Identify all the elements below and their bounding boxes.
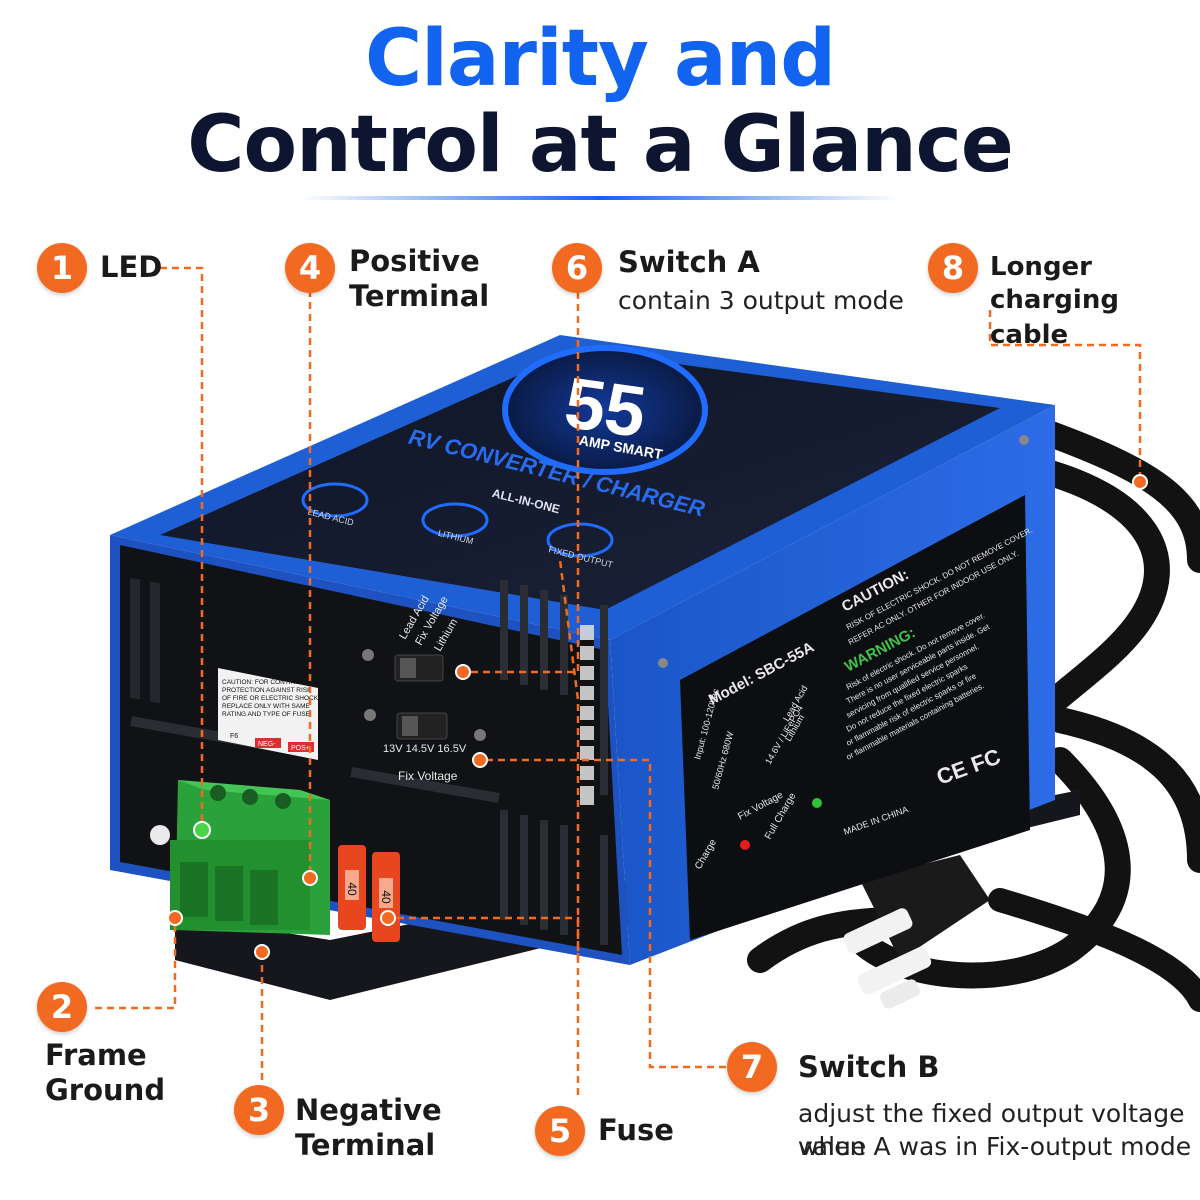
- callout-2-label-line1: Frame: [45, 1038, 147, 1072]
- callout-7-desc-line1: adjust the fixed output voltage value: [798, 1099, 1185, 1161]
- info-panel: [680, 495, 1030, 940]
- callout-6-label: Switch A: [618, 245, 760, 279]
- headline-line-1: Clarity and: [364, 14, 836, 104]
- callout-7-desc-line2: when A was in Fix-output mode: [798, 1132, 1192, 1161]
- svg-text:RATING AND TYPE OF FUSE: RATING AND TYPE OF FUSE: [222, 711, 311, 718]
- side-screw: [658, 658, 668, 668]
- callout-3-label-line2: Terminal: [295, 1128, 436, 1162]
- callout-7-label: Switch B: [798, 1050, 940, 1084]
- svg-text:PROTECTION AGAINST RISK: PROTECTION AGAINST RISK: [222, 687, 312, 694]
- front-vents: [130, 577, 608, 945]
- callout-4-badge: 4: [285, 243, 335, 293]
- headline-underline: [300, 196, 900, 200]
- svg-text:40: 40: [379, 890, 393, 904]
- headline-line-2: Control at a Glance: [187, 100, 1014, 190]
- full-charge-led: [812, 798, 822, 808]
- terminal-block: [150, 780, 330, 935]
- callout-lines: [95, 266, 1142, 1095]
- charge-led: [740, 840, 750, 850]
- svg-text:Fix Voltage: Fix Voltage: [398, 769, 458, 783]
- svg-text:40: 40: [345, 882, 359, 896]
- callout-4-label-line1: Positive: [349, 244, 480, 278]
- callout-7-badge: 7: [727, 1042, 777, 1092]
- top-face: [160, 350, 1000, 610]
- svg-text:POS+: POS+: [291, 745, 310, 752]
- callout-2-label-line2: Ground: [45, 1073, 166, 1107]
- svg-text:F6: F6: [230, 733, 238, 740]
- callout-line-fuse: [395, 916, 580, 960]
- callout-dots: [167, 474, 1148, 960]
- callout-2-badge: 2: [37, 982, 87, 1032]
- switch-b: 13V 14.5V 16.5V Fix Voltage: [364, 709, 486, 783]
- heatsink-fin: [580, 625, 594, 805]
- callout-4-label-line2: Terminal: [349, 279, 490, 313]
- fuses: 40 40: [338, 845, 400, 942]
- callout-8-badge: 8: [928, 243, 978, 293]
- svg-text:REPLACE ONLY WITH SAME: REPLACE ONLY WITH SAME: [222, 703, 311, 710]
- callout-5-badge: 5: [535, 1106, 585, 1156]
- callout-1-badge: 1: [37, 243, 87, 293]
- svg-text:NEG-: NEG-: [258, 741, 276, 748]
- amp-circle: 55 AMP SMART: [502, 345, 708, 475]
- side-screw: [1019, 435, 1029, 445]
- heatsink-gaps: [580, 640, 594, 786]
- callout-6-desc: contain 3 output mode: [618, 286, 904, 315]
- svg-text:OF FIRE OR ELECTRIC SHOCK: OF FIRE OR ELECTRIC SHOCK: [222, 695, 319, 702]
- callout-8-label-line1: Longer: [990, 252, 1093, 282]
- ac-plug: [843, 855, 990, 1009]
- callout-3-label-line1: Negative: [295, 1093, 442, 1127]
- svg-text:13V 14.5V 16.5V: 13V 14.5V 16.5V: [383, 743, 467, 755]
- callout-6-badge: 6: [552, 243, 602, 293]
- svg-text:CAUTION: FOR CONTINUED: CAUTION: FOR CONTINUED: [222, 679, 309, 686]
- callout-3-badge: 3: [234, 1085, 284, 1135]
- callout-8-label-line2: charging cable: [990, 285, 1119, 350]
- callout-1-label: LED: [100, 250, 163, 284]
- amp-number: 55: [560, 363, 650, 453]
- callout-5-label: Fuse: [598, 1113, 674, 1147]
- fuse-caution-label: CAUTION: FOR CONTINUED PROTECTION AGAINS…: [218, 668, 319, 760]
